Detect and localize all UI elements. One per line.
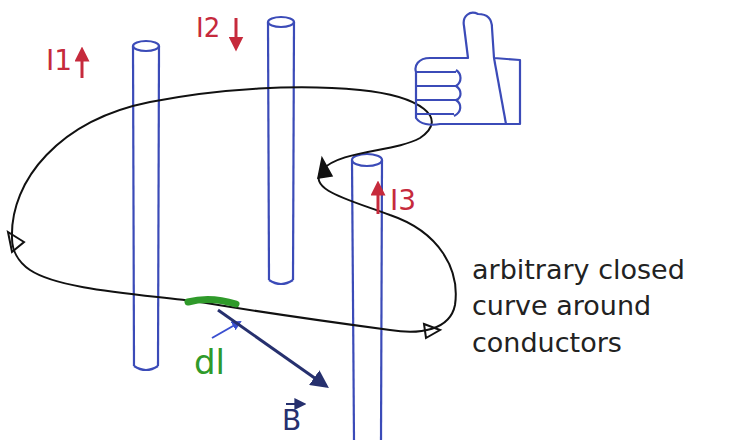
current-label: I2 bbox=[196, 14, 220, 43]
dl-label: dl bbox=[194, 344, 225, 381]
curve-arrowhead bbox=[8, 232, 24, 252]
curve-arrowhead bbox=[424, 324, 440, 338]
b-vector bbox=[218, 310, 326, 386]
conductor bbox=[133, 41, 159, 370]
right-hand-symbol bbox=[416, 13, 520, 125]
current-arrow bbox=[235, 18, 238, 44]
dl-segment bbox=[188, 299, 236, 304]
curve-arrowhead bbox=[318, 158, 332, 178]
vector-overbar bbox=[286, 403, 304, 405]
current-label: I3 bbox=[390, 186, 416, 217]
current-arrow bbox=[81, 54, 84, 78]
closed-curve bbox=[12, 87, 456, 331]
conductor bbox=[268, 17, 294, 284]
current-label: I1 bbox=[46, 46, 72, 77]
field-label: B bbox=[282, 406, 301, 437]
dl-vector bbox=[212, 322, 240, 338]
current-arrow bbox=[377, 188, 380, 214]
conductor bbox=[352, 154, 382, 440]
note-text: arbitrary closed curve around conductors bbox=[472, 252, 740, 361]
